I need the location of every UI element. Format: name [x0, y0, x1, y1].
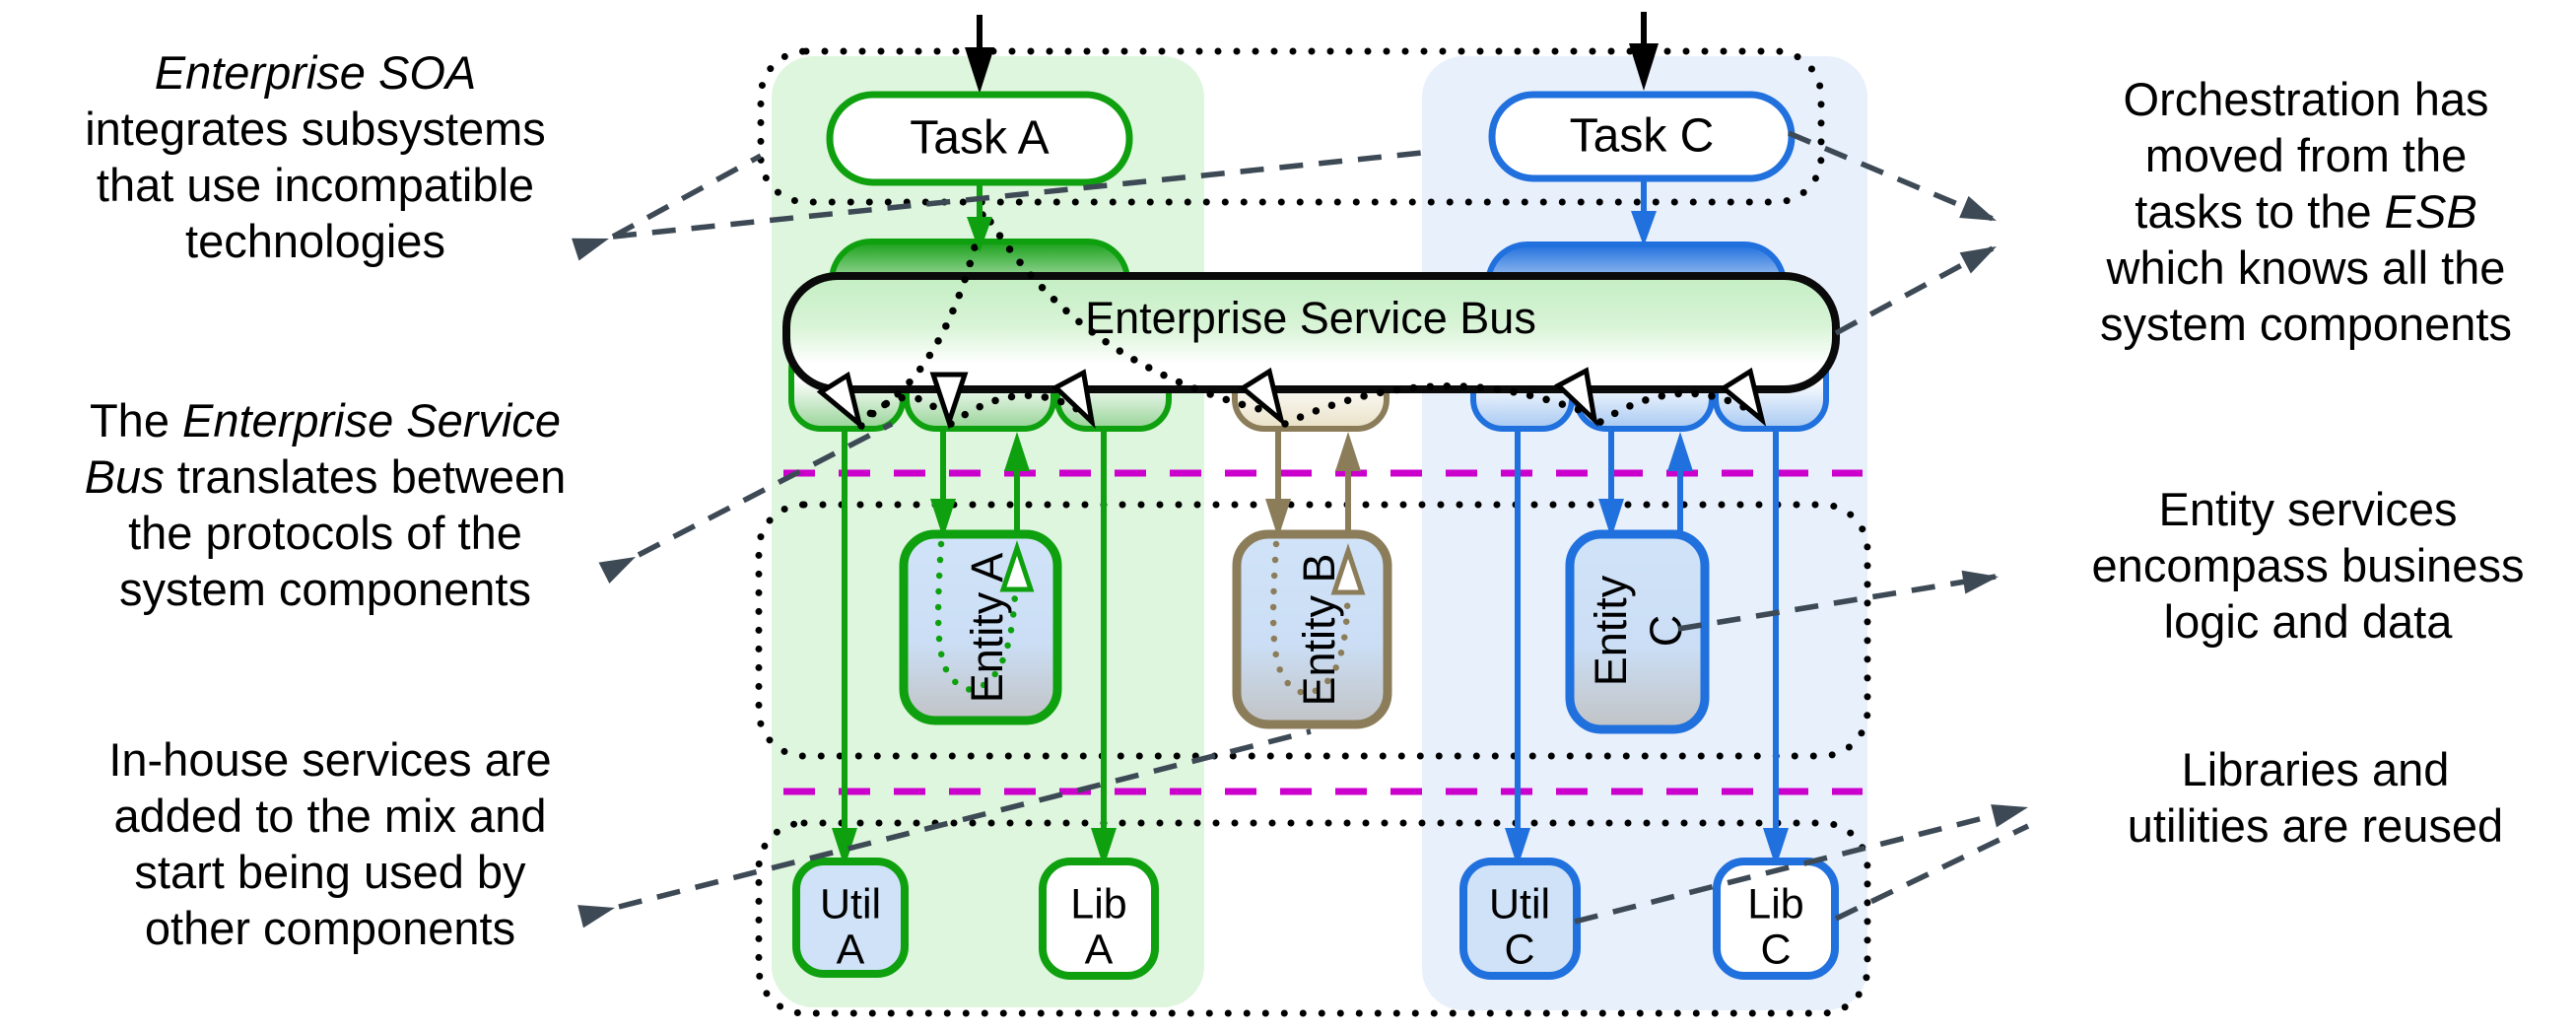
annotation-line: Bus translates between [84, 450, 567, 503]
callout-esb-translates [637, 421, 894, 558]
tasks-layer-border [757, 47, 1825, 206]
annotation-line: the protocols of the [128, 507, 522, 559]
annotation-line: Libraries and [2181, 743, 2450, 795]
lib-a-node: Lib A [1039, 858, 1159, 980]
lib-a-label-line1: Lib [1070, 880, 1126, 928]
tan-call-heads [1265, 432, 1361, 538]
annotation-line: Entity services [2158, 483, 2458, 535]
callout-soa-to-panel-a [611, 153, 763, 240]
callout-lines [611, 130, 2030, 925]
annotation-line: start being used by [134, 846, 526, 898]
annotation-line: system components [2100, 298, 2512, 350]
entity-a-node: Entity A [899, 529, 1062, 725]
lib-c-label-line1: Lib [1747, 880, 1803, 928]
esb-route-arrowheads [816, 367, 1767, 431]
annotation-line: integrates subsystems [85, 103, 546, 155]
callout-arrowheads [572, 195, 2028, 928]
annotation-line: Enterprise SOA [154, 46, 477, 99]
entity-b-node: Entity B [1232, 529, 1392, 729]
entities-layer-border [755, 501, 1871, 760]
service-call-arrows [832, 426, 1789, 867]
layer-dotted-borders [755, 47, 1871, 1017]
entity-c-node: Entity C [1565, 529, 1710, 734]
util-a-label-line1: Util [820, 880, 881, 928]
blue-call-heads [1505, 432, 1789, 867]
annotation-line: utilities are reused [2127, 799, 2504, 852]
external-entry-arrows [965, 12, 1659, 94]
annotation-line: The Enterprise Service [89, 394, 562, 447]
util-c-label-line2: C [1504, 926, 1534, 973]
utilities-layer-border [755, 819, 1871, 1017]
callout-entity-services [1677, 574, 1997, 632]
lib-c-label-line2: C [1760, 926, 1791, 973]
annotation-line: technologies [185, 215, 445, 267]
lib-c-node: Lib C [1713, 858, 1839, 980]
annotation-line: logic and data [2163, 595, 2453, 648]
task-c-node: Task C [1488, 91, 1796, 246]
annotation-line: system components [119, 563, 531, 615]
entity-a-label: Entity A [962, 553, 1012, 704]
util-a-node: Util A [792, 858, 909, 978]
green-call-lines [842, 426, 1107, 836]
callout-libraries-lib [1834, 823, 2030, 922]
util-c-label-line1: Util [1489, 880, 1550, 928]
green-call-heads [832, 432, 1117, 867]
tan-call-lines [1275, 426, 1351, 540]
blue-call-lines [1515, 426, 1779, 836]
annotation-line: added to the mix and [113, 790, 547, 842]
entity-c-label-line2: C [1641, 615, 1691, 648]
lib-a-label-line2: A [1085, 926, 1114, 973]
util-a-label-line2: A [837, 926, 865, 973]
entity-b-label: Entity B [1294, 553, 1344, 706]
task-a-label: Task A [910, 112, 1049, 165]
annotation-line: that use incompatible [96, 159, 535, 211]
callout-orchestration-esb [1834, 245, 1995, 336]
annotation-line: which knows all the [2106, 241, 2506, 294]
annotation-line: Orchestration has [2123, 73, 2489, 125]
annotation-line: moved from the [2144, 129, 2468, 181]
annotation-line: In-house services are [108, 733, 552, 786]
task-a-node: Task A [826, 91, 1133, 252]
entity-c-label-line1: Entity [1586, 575, 1636, 686]
annotation-line: other components [144, 902, 516, 954]
annotation-line: tasks to the ESB [2135, 185, 2477, 238]
util-c-node: Util C [1459, 858, 1581, 980]
callout-inhouse [618, 728, 1312, 910]
task-c-label: Task C [1570, 110, 1715, 163]
annotation-line: encompass business [2091, 539, 2525, 591]
callout-soa-to-panel-c [612, 150, 1423, 240]
esb-label: Enterprise Service Bus [1085, 293, 1536, 343]
esb-orchestration-routes [857, 211, 1757, 430]
